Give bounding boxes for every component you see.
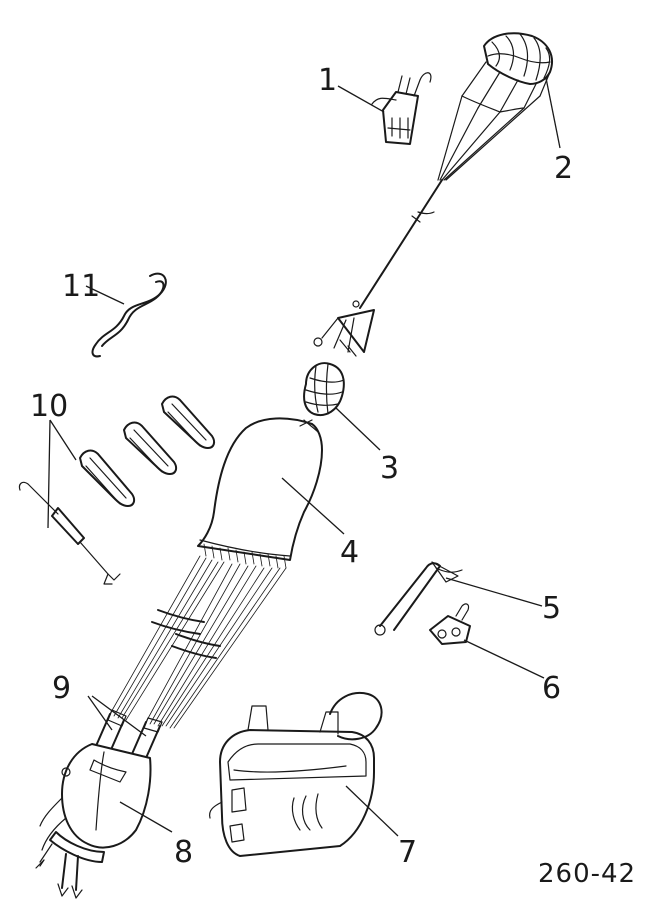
callout-8: 8 [174,835,193,870]
item-2-pilot-chute [359,32,553,309]
callout-2: 2 [554,151,573,186]
callout-labels: 1 2 3 4 5 6 7 8 9 10 11 [30,63,573,870]
callout-11: 11 [62,269,100,304]
callout-6: 6 [542,671,561,706]
item-5-connector-strap [374,561,463,636]
item-6-buckle [429,603,471,645]
callout-10: 10 [30,389,68,424]
item-1-release-device [371,72,432,145]
item-10-spare-loops [79,395,216,507]
item-9-risers [95,709,163,759]
bridle-connector [313,300,375,357]
item-7-carry-bag [209,692,383,857]
callout-4: 4 [340,535,359,570]
reference-code: 260-42 [538,859,636,889]
item-3-deployment-sleeve [303,362,345,416]
callout-5: 5 [542,591,561,626]
leader-lines [47,77,561,837]
callout-1: 1 [318,63,337,98]
item-8-harness [35,743,152,899]
item-10-extension-cord [18,481,121,585]
callout-3: 3 [380,451,399,486]
callout-7: 7 [398,835,417,870]
item-11-cord [91,272,167,358]
suspension-lines [109,555,287,729]
callout-9: 9 [52,671,71,706]
item-4-main-canopy [197,417,323,569]
